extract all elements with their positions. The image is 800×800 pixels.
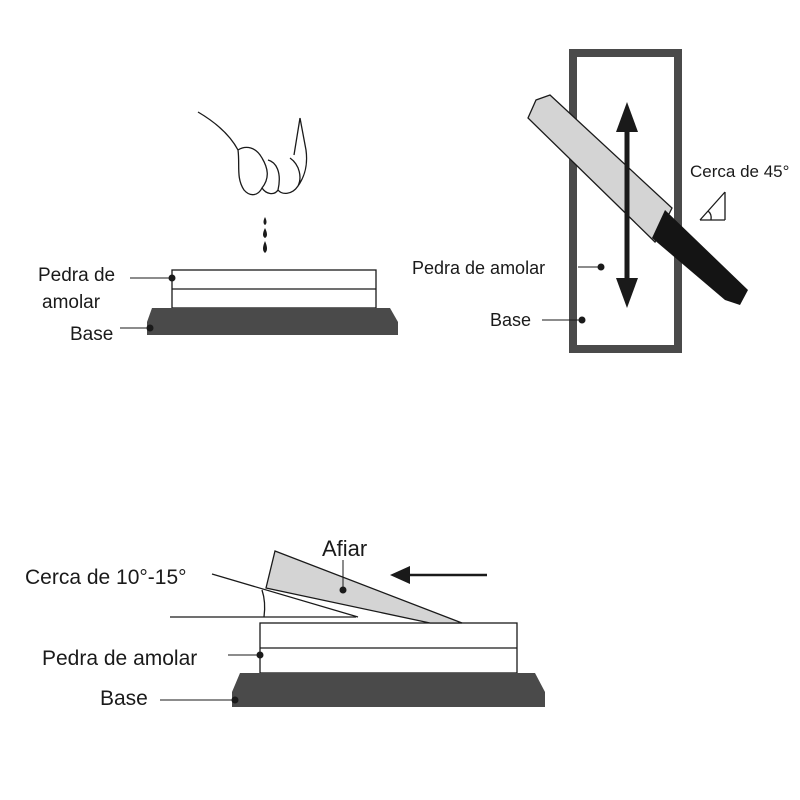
knife-handle [652,210,748,305]
base-label: Base [490,310,531,330]
up-down-arrow-icon [616,102,638,308]
panel-top-view-45: Cerca de 45° Pedra de amolar Base [412,49,789,353]
left-arrow-icon [390,566,487,584]
angle-arc [261,589,266,618]
stone-base [232,673,545,707]
angle-label: Cerca de 10°-15° [25,566,187,589]
hand-icon [197,111,308,196]
stone-base [147,308,398,335]
water-drops-icon [263,217,267,253]
base-label: Base [70,324,113,345]
leader-dot [578,316,586,324]
stone-label: Pedra de amolar [412,258,545,278]
panel-wet-stone: Pedra de amolar Base [38,111,398,345]
base-label: Base [100,687,148,710]
panel-side-view-angle: Afiar Cerca de 10°-15° Pedra de amolar B… [25,536,545,710]
stone-label: Pedra de amolar [42,647,197,670]
stone-label-line2: amolar [42,292,101,313]
leader-dot [597,263,605,271]
action-label: Afiar [322,536,367,561]
stone-label-line1: Pedra de [38,265,115,286]
leader-dot [146,324,154,332]
leader-dot [231,696,239,704]
leader-dot [256,651,264,659]
angle-icon [699,191,726,221]
leader-dot [339,586,347,594]
knife-blade [265,550,463,624]
leader-dot [168,274,176,282]
angle-label: Cerca de 45° [690,162,789,181]
